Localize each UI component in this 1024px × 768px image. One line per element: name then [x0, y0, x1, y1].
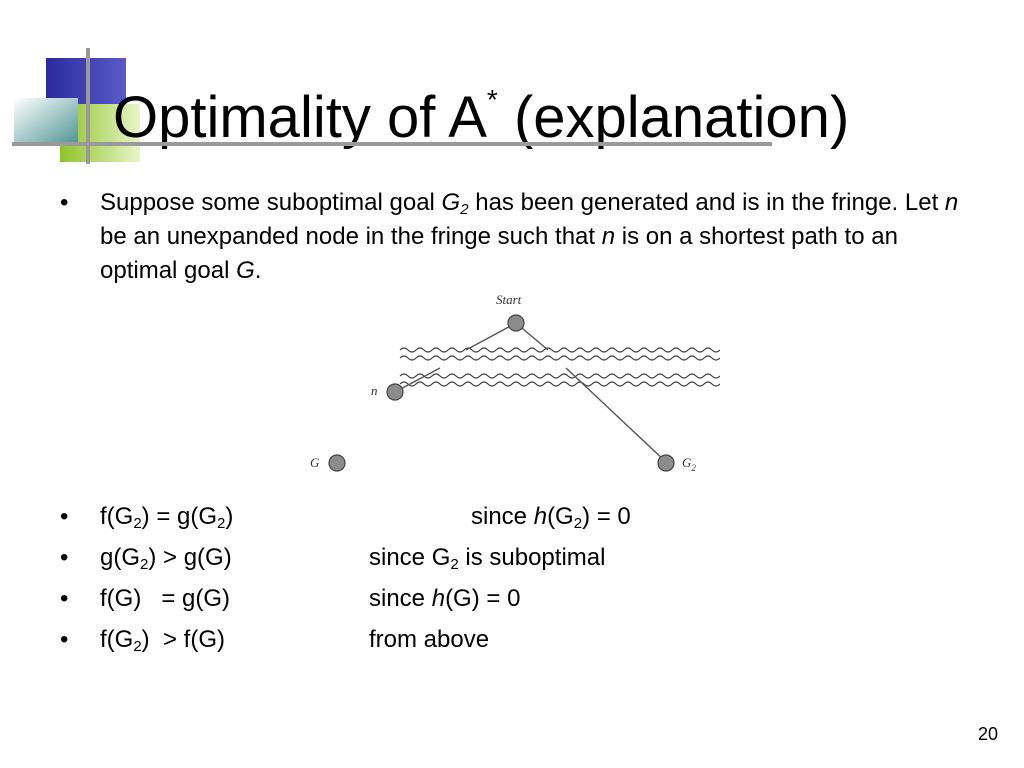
title-superscript: *	[486, 84, 498, 115]
fringe-wavy-lines	[399, 347, 720, 387]
n-symbol: n	[601, 223, 616, 250]
g-label: G	[310, 455, 320, 470]
equation-lhs: f(G2) = g(G2)	[100, 503, 234, 532]
g-node	[328, 454, 346, 472]
search-tree-diagram: Start n G G2	[310, 292, 720, 473]
equation-rhs: from above	[369, 626, 490, 653]
title-underline	[12, 142, 772, 146]
bullet-mark: •	[60, 503, 69, 530]
equation-lhs: f(G2) > f(G)	[100, 626, 226, 655]
bullet-mark: •	[60, 585, 69, 612]
g-symbol: G	[236, 257, 255, 284]
equation-lhs: g(G2) > g(G)	[100, 544, 232, 573]
g2-node	[657, 454, 675, 472]
intro-text: Suppose some suboptimal goal G2 has been…	[100, 189, 959, 284]
equation-rhs: since h(G2) = 0	[471, 503, 631, 532]
equation-rhs: since h(G) = 0	[369, 585, 521, 612]
tree-edges	[394, 322, 667, 463]
n-node	[386, 383, 404, 401]
equation-rhs: since G2 is suboptimal	[369, 544, 606, 573]
equation-lhs: f(G) = g(G)	[100, 585, 231, 612]
bullet-mark: •	[60, 189, 69, 216]
n-symbol: n	[944, 189, 959, 216]
n-label: n	[371, 383, 378, 398]
page-number: 20	[977, 724, 998, 744]
bullet-mark: •	[60, 626, 69, 653]
decorative-squares	[14, 48, 140, 164]
title-rest: (explanation)	[497, 85, 850, 150]
bullet-mark: •	[60, 544, 69, 571]
start-node	[507, 314, 525, 332]
slide-title: Optimality of A* (explanation)	[113, 78, 849, 158]
g2-symbol: G2	[441, 189, 469, 218]
g2-label: G2	[682, 455, 696, 473]
title-main: Optimality of A	[113, 85, 487, 150]
intro-bullet: • Suppose some suboptimal goal G2 has be…	[60, 186, 980, 288]
start-label: Start	[496, 292, 522, 307]
